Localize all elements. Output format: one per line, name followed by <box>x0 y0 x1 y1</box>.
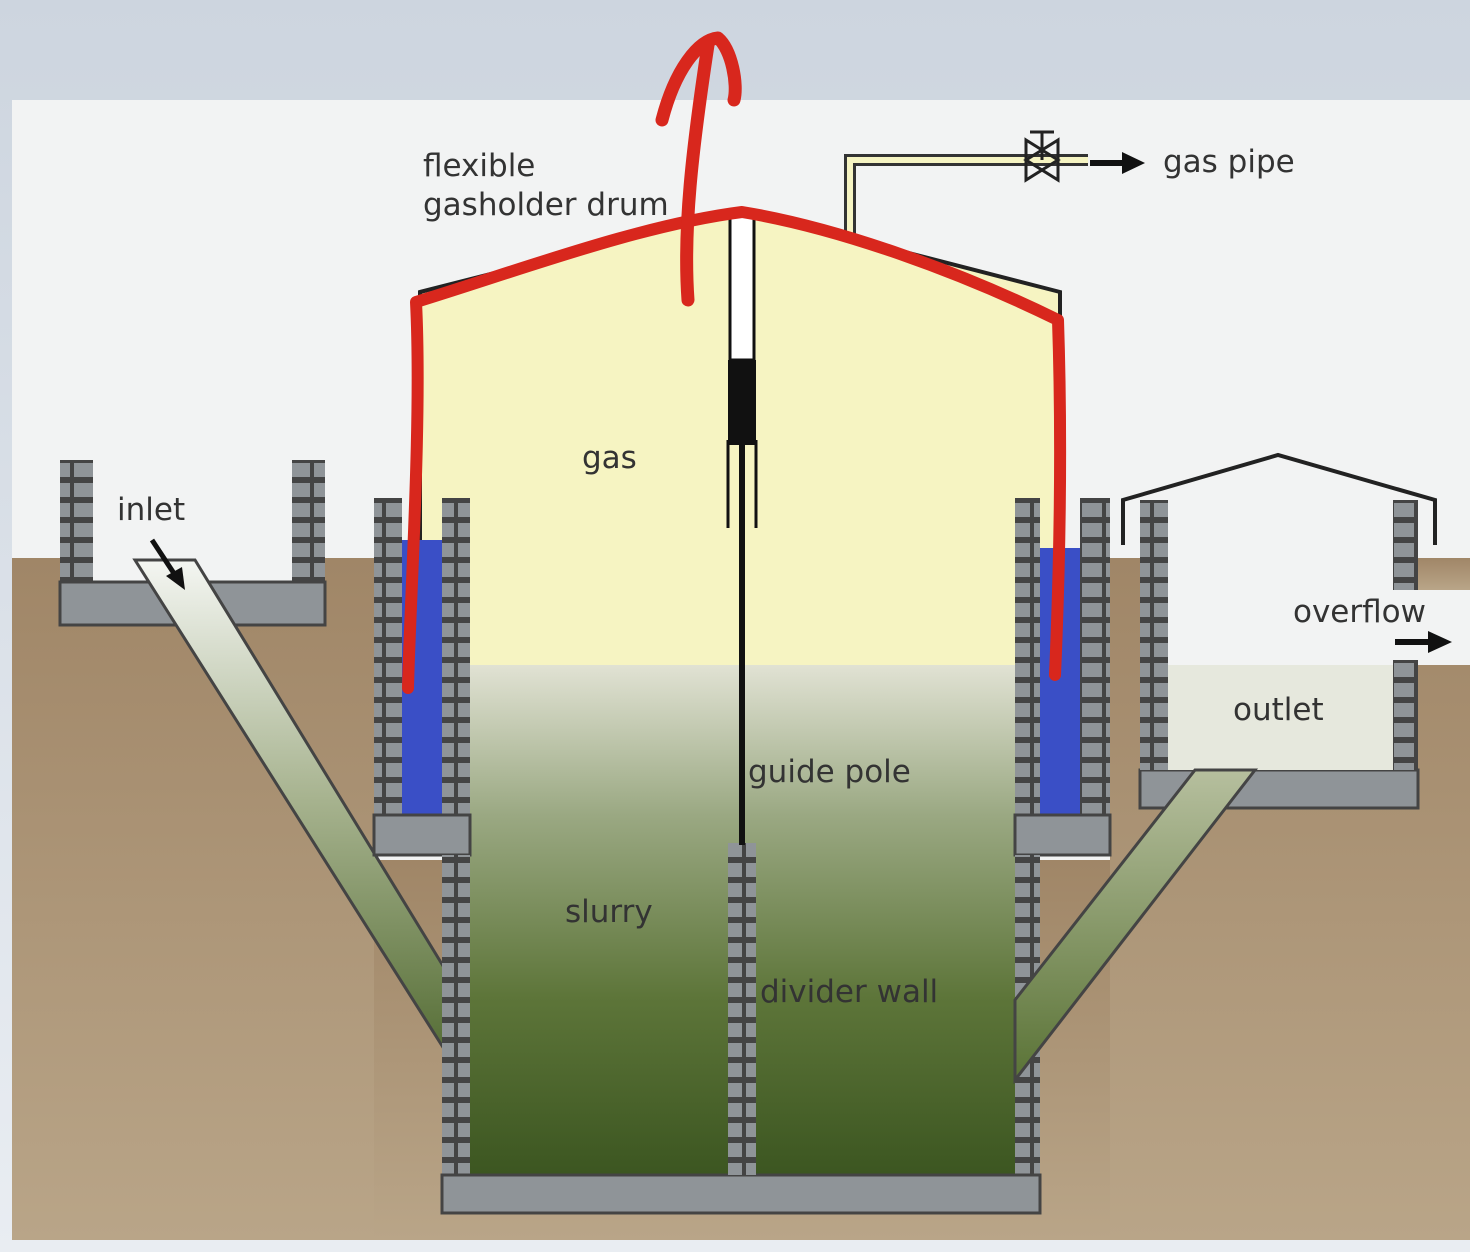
inlet-pit-wall-right <box>292 460 325 582</box>
red-annotation-up-arrow <box>655 31 742 307</box>
gas-valve-icon <box>1023 130 1061 183</box>
divider-wall <box>728 843 756 1175</box>
wall-right-outer <box>1080 498 1110 833</box>
label-outlet: outlet <box>1233 692 1324 728</box>
label-gas: gas <box>582 440 637 476</box>
wall-left-ledge <box>372 813 472 857</box>
wall-left-inner <box>442 498 470 833</box>
inlet-arrow-icon <box>149 538 185 590</box>
outlet-wall-left <box>1140 500 1168 770</box>
outlet-pipe <box>1013 768 1259 1085</box>
soil-right-top <box>1418 558 1470 590</box>
label-gasholder-drum: gasholder drum <box>423 187 669 223</box>
wall-right-inner <box>1015 498 1040 833</box>
overflow-arrow-icon <box>1395 631 1452 653</box>
wall-left-outer <box>374 498 402 833</box>
red-annotation-drum-outline <box>402 206 1067 694</box>
inlet-pit-wall-left <box>60 460 93 582</box>
outlet-wall-right-lower <box>1393 660 1418 770</box>
label-flexible: flexible <box>423 148 535 184</box>
outlet-roof <box>1121 452 1437 545</box>
label-guide-pole: guide pole <box>748 754 911 790</box>
label-overflow: overflow <box>1293 594 1426 630</box>
guide-pole-sleeve <box>728 213 756 362</box>
label-divider-wall: divider wall <box>760 974 938 1010</box>
label-slurry: slurry <box>565 894 653 930</box>
label-gas-pipe: gas pipe <box>1163 144 1295 180</box>
gas-pipe-arrow-icon <box>1090 152 1145 174</box>
label-inlet: inlet <box>117 492 185 528</box>
guide-pole-block <box>728 360 756 445</box>
outlet-slurry <box>1168 665 1393 770</box>
gas-pipe-line-inner <box>847 157 1088 242</box>
wall-left-lower <box>442 855 470 1175</box>
outlet-wall-right <box>1393 500 1418 590</box>
base-slab <box>440 1173 1042 1215</box>
soil <box>12 558 374 1240</box>
soil-right <box>1110 558 1470 1240</box>
wall-right-ledge <box>1013 813 1112 857</box>
